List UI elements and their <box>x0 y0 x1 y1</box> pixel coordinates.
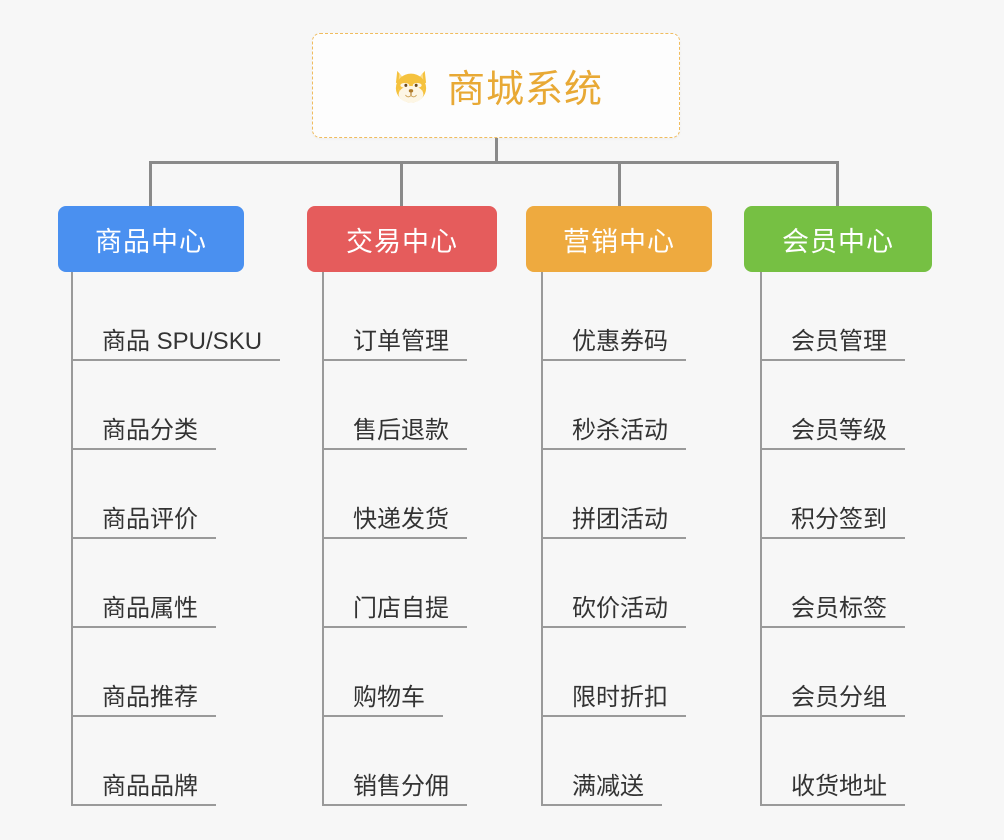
leaf-item-label: 限时折扣 <box>572 683 668 711</box>
leaf-item-label: 收货地址 <box>791 772 887 800</box>
leaf-item[interactable]: 订单管理 <box>322 272 467 361</box>
shiba-dog-icon <box>389 64 433 108</box>
leaf-item-label: 满减送 <box>572 772 644 800</box>
leaf-item[interactable]: 商品属性 <box>71 539 216 628</box>
leaf-item[interactable]: 售后退款 <box>322 361 467 450</box>
branch-box-member-center[interactable]: 会员中心 <box>744 206 932 272</box>
leaf-item[interactable]: 商品评价 <box>71 450 216 539</box>
connector-root-stem <box>495 138 498 164</box>
leaf-item[interactable]: 秒杀活动 <box>541 361 686 450</box>
leaf-item-label: 秒杀活动 <box>572 416 668 444</box>
leaf-item-label: 商品评价 <box>102 505 198 533</box>
leaf-item-label: 商品品牌 <box>102 772 198 800</box>
branch-box-product-center[interactable]: 商品中心 <box>58 206 244 272</box>
connector-drop-2 <box>400 161 403 207</box>
leaf-item[interactable]: 购物车 <box>322 628 443 717</box>
leaf-spine-line <box>71 272 73 806</box>
leaf-item[interactable]: 限时折扣 <box>541 628 686 717</box>
leaf-item-label: 砍价活动 <box>572 594 668 622</box>
leaf-item[interactable]: 会员标签 <box>760 539 905 628</box>
leaf-item[interactable]: 商品分类 <box>71 361 216 450</box>
leaf-item-label: 快递发货 <box>353 505 449 533</box>
leaf-item[interactable]: 会员等级 <box>760 361 905 450</box>
leaf-item[interactable]: 收货地址 <box>760 717 905 806</box>
connector-drop-4 <box>836 161 839 207</box>
leaf-item-label: 售后退款 <box>353 416 449 444</box>
root-node-shop-system[interactable]: 商城系统 <box>312 33 680 138</box>
branch-box-label: 会员中心 <box>782 226 894 257</box>
leaf-item-label: 门店自提 <box>353 594 449 622</box>
leaf-item[interactable]: 商品 SPU/SKU <box>71 272 281 361</box>
leaf-item-label: 积分签到 <box>791 505 887 533</box>
leaf-item-label: 会员标签 <box>791 594 887 622</box>
leaf-item[interactable]: 门店自提 <box>322 539 467 628</box>
branch-box-label: 交易中心 <box>346 226 458 257</box>
leaf-item[interactable]: 拼团活动 <box>541 450 686 539</box>
leaf-item[interactable]: 积分签到 <box>760 450 905 539</box>
leaf-item[interactable]: 快递发货 <box>322 450 467 539</box>
leaf-item[interactable]: 销售分佣 <box>322 717 467 806</box>
leaf-item[interactable]: 会员分组 <box>760 628 905 717</box>
leaf-item[interactable]: 满减送 <box>541 717 662 806</box>
branch-box-marketing-center[interactable]: 营销中心 <box>526 206 712 272</box>
connector-trunk-bar <box>149 161 839 164</box>
leaf-item[interactable]: 优惠券码 <box>541 272 686 361</box>
leaf-item-label: 购物车 <box>353 683 425 711</box>
branch-box-label: 商品中心 <box>95 226 207 257</box>
leaf-item-label: 销售分佣 <box>353 772 449 800</box>
connector-drop-3 <box>618 161 621 207</box>
leaf-item-label: 商品分类 <box>102 416 198 444</box>
leaf-item-label: 会员等级 <box>791 416 887 444</box>
leaf-item-label: 优惠券码 <box>572 327 668 355</box>
leaf-item-label: 订单管理 <box>353 327 449 355</box>
leaf-item[interactable]: 商品推荐 <box>71 628 216 717</box>
leaf-item-label: 商品推荐 <box>102 683 198 711</box>
leaf-item-label: 商品 SPU/SKU <box>102 327 263 355</box>
leaf-item-label: 会员分组 <box>791 683 887 711</box>
branch-box-trade-center[interactable]: 交易中心 <box>307 206 497 272</box>
root-node-label: 商城系统 <box>446 69 603 111</box>
leaf-spine-line <box>541 272 543 806</box>
leaf-item[interactable]: 砍价活动 <box>541 539 686 628</box>
leaf-spine-line <box>322 272 324 806</box>
leaf-item-label: 会员管理 <box>791 327 887 355</box>
leaf-spine-line <box>760 272 762 806</box>
leaf-item-label: 商品属性 <box>102 594 198 622</box>
branch-box-label: 营销中心 <box>563 226 675 257</box>
leaf-item[interactable]: 商品品牌 <box>71 717 216 806</box>
leaf-item-label: 拼团活动 <box>572 505 668 533</box>
leaf-item[interactable]: 会员管理 <box>760 272 905 361</box>
connector-drop-1 <box>149 161 152 207</box>
